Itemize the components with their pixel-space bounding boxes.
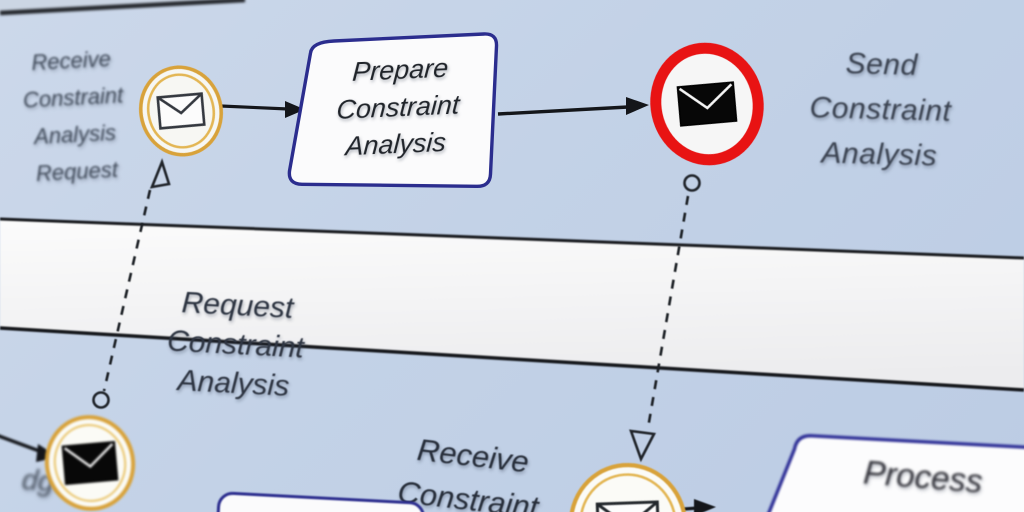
arrowhead-icon [285,101,305,118]
sequence-flow-event-to-prepare [220,101,305,118]
prepare-constraint-analysis-task[interactable] [287,32,499,189]
lower-send-message-event[interactable] [38,409,141,512]
message-flow-source-circle-icon [92,391,110,409]
message-flow-send-constraint-analysis [629,174,701,463]
receive-request-message-event[interactable] [132,59,231,164]
arrowhead-icon [626,97,649,115]
sequence-flow-lower-receive-to-process [683,499,716,512]
message-flow-request-constraint-analysis [92,158,171,409]
envelope-filled-icon [676,81,738,127]
partial-task-box[interactable] [214,491,425,512]
envelope-filled-icon [61,440,119,486]
open-arrowhead-icon [149,158,171,189]
envelope-outline-icon [595,500,661,512]
process-task[interactable] [766,434,1024,512]
pool-gap-band [0,217,1024,392]
lower-receive-message-event[interactable] [562,456,695,512]
send-analysis-end-event[interactable] [645,39,768,170]
upper-pool-top-border [0,0,246,16]
sequence-flow-prepare-to-send [497,97,649,116]
open-arrowhead-icon [629,429,657,463]
envelope-outline-icon [156,92,206,130]
arrowhead-icon [694,499,716,512]
message-flow-source-circle-icon [683,174,701,192]
